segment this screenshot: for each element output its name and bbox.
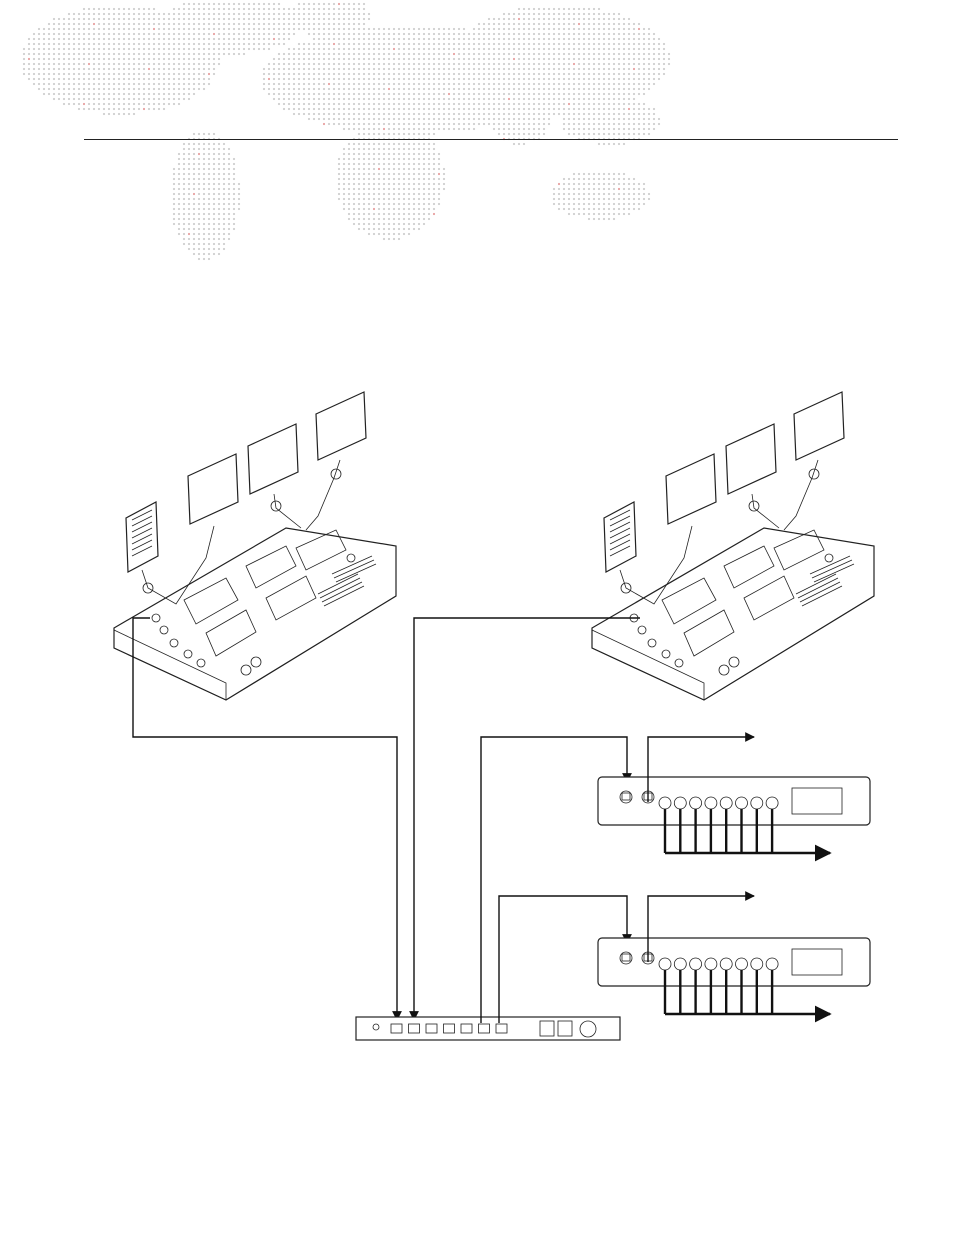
console-left (114, 392, 396, 700)
dmx-node-2 (598, 938, 870, 986)
network-switch (356, 1017, 620, 1040)
dmx-node-1 (598, 777, 870, 825)
console-right (592, 392, 874, 700)
cable-console-left (133, 618, 397, 1020)
